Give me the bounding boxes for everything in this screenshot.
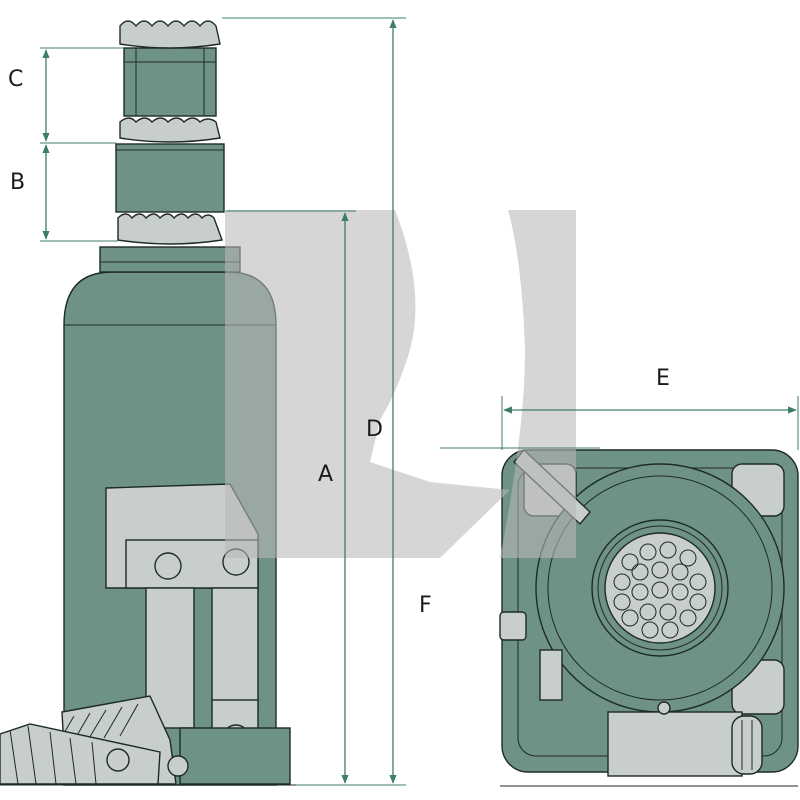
saddle-knurl-area: [604, 532, 716, 644]
pump-socket-end: [731, 715, 763, 775]
jack-top-view: [499, 448, 799, 787]
jack-base: [179, 727, 291, 785]
release-valve-hatching: [59, 703, 139, 745]
jack-ram-ring: [117, 213, 223, 245]
pump-socket: [607, 711, 743, 777]
jack-screw-ring: [119, 117, 221, 143]
jack-ram-b: [115, 143, 225, 213]
watermark-shape-right: [500, 210, 576, 558]
dimension-label-c: C: [8, 67, 23, 92]
side-nut: [499, 611, 527, 641]
dimension-label-f: F: [419, 593, 432, 618]
dimension-lines: [40, 17, 799, 786]
pump-pivot-hole-1: [154, 552, 182, 580]
jack-collar: [99, 246, 241, 273]
jack-extension-screw: [123, 47, 217, 117]
watermark-shape-left: [225, 210, 510, 558]
saddle-knurl-grid: [613, 541, 707, 639]
dimension-label-b: B: [10, 170, 25, 195]
jack-saddle: [119, 20, 221, 49]
dimension-label-e: E: [656, 366, 670, 391]
dimension-label-d: D: [366, 417, 383, 442]
jack-side-view: [0, 20, 296, 786]
dimension-label-a: A: [318, 462, 333, 487]
handle-socket-pin: [106, 748, 130, 772]
pump-link: [211, 587, 259, 709]
brand-watermark: [225, 210, 576, 558]
